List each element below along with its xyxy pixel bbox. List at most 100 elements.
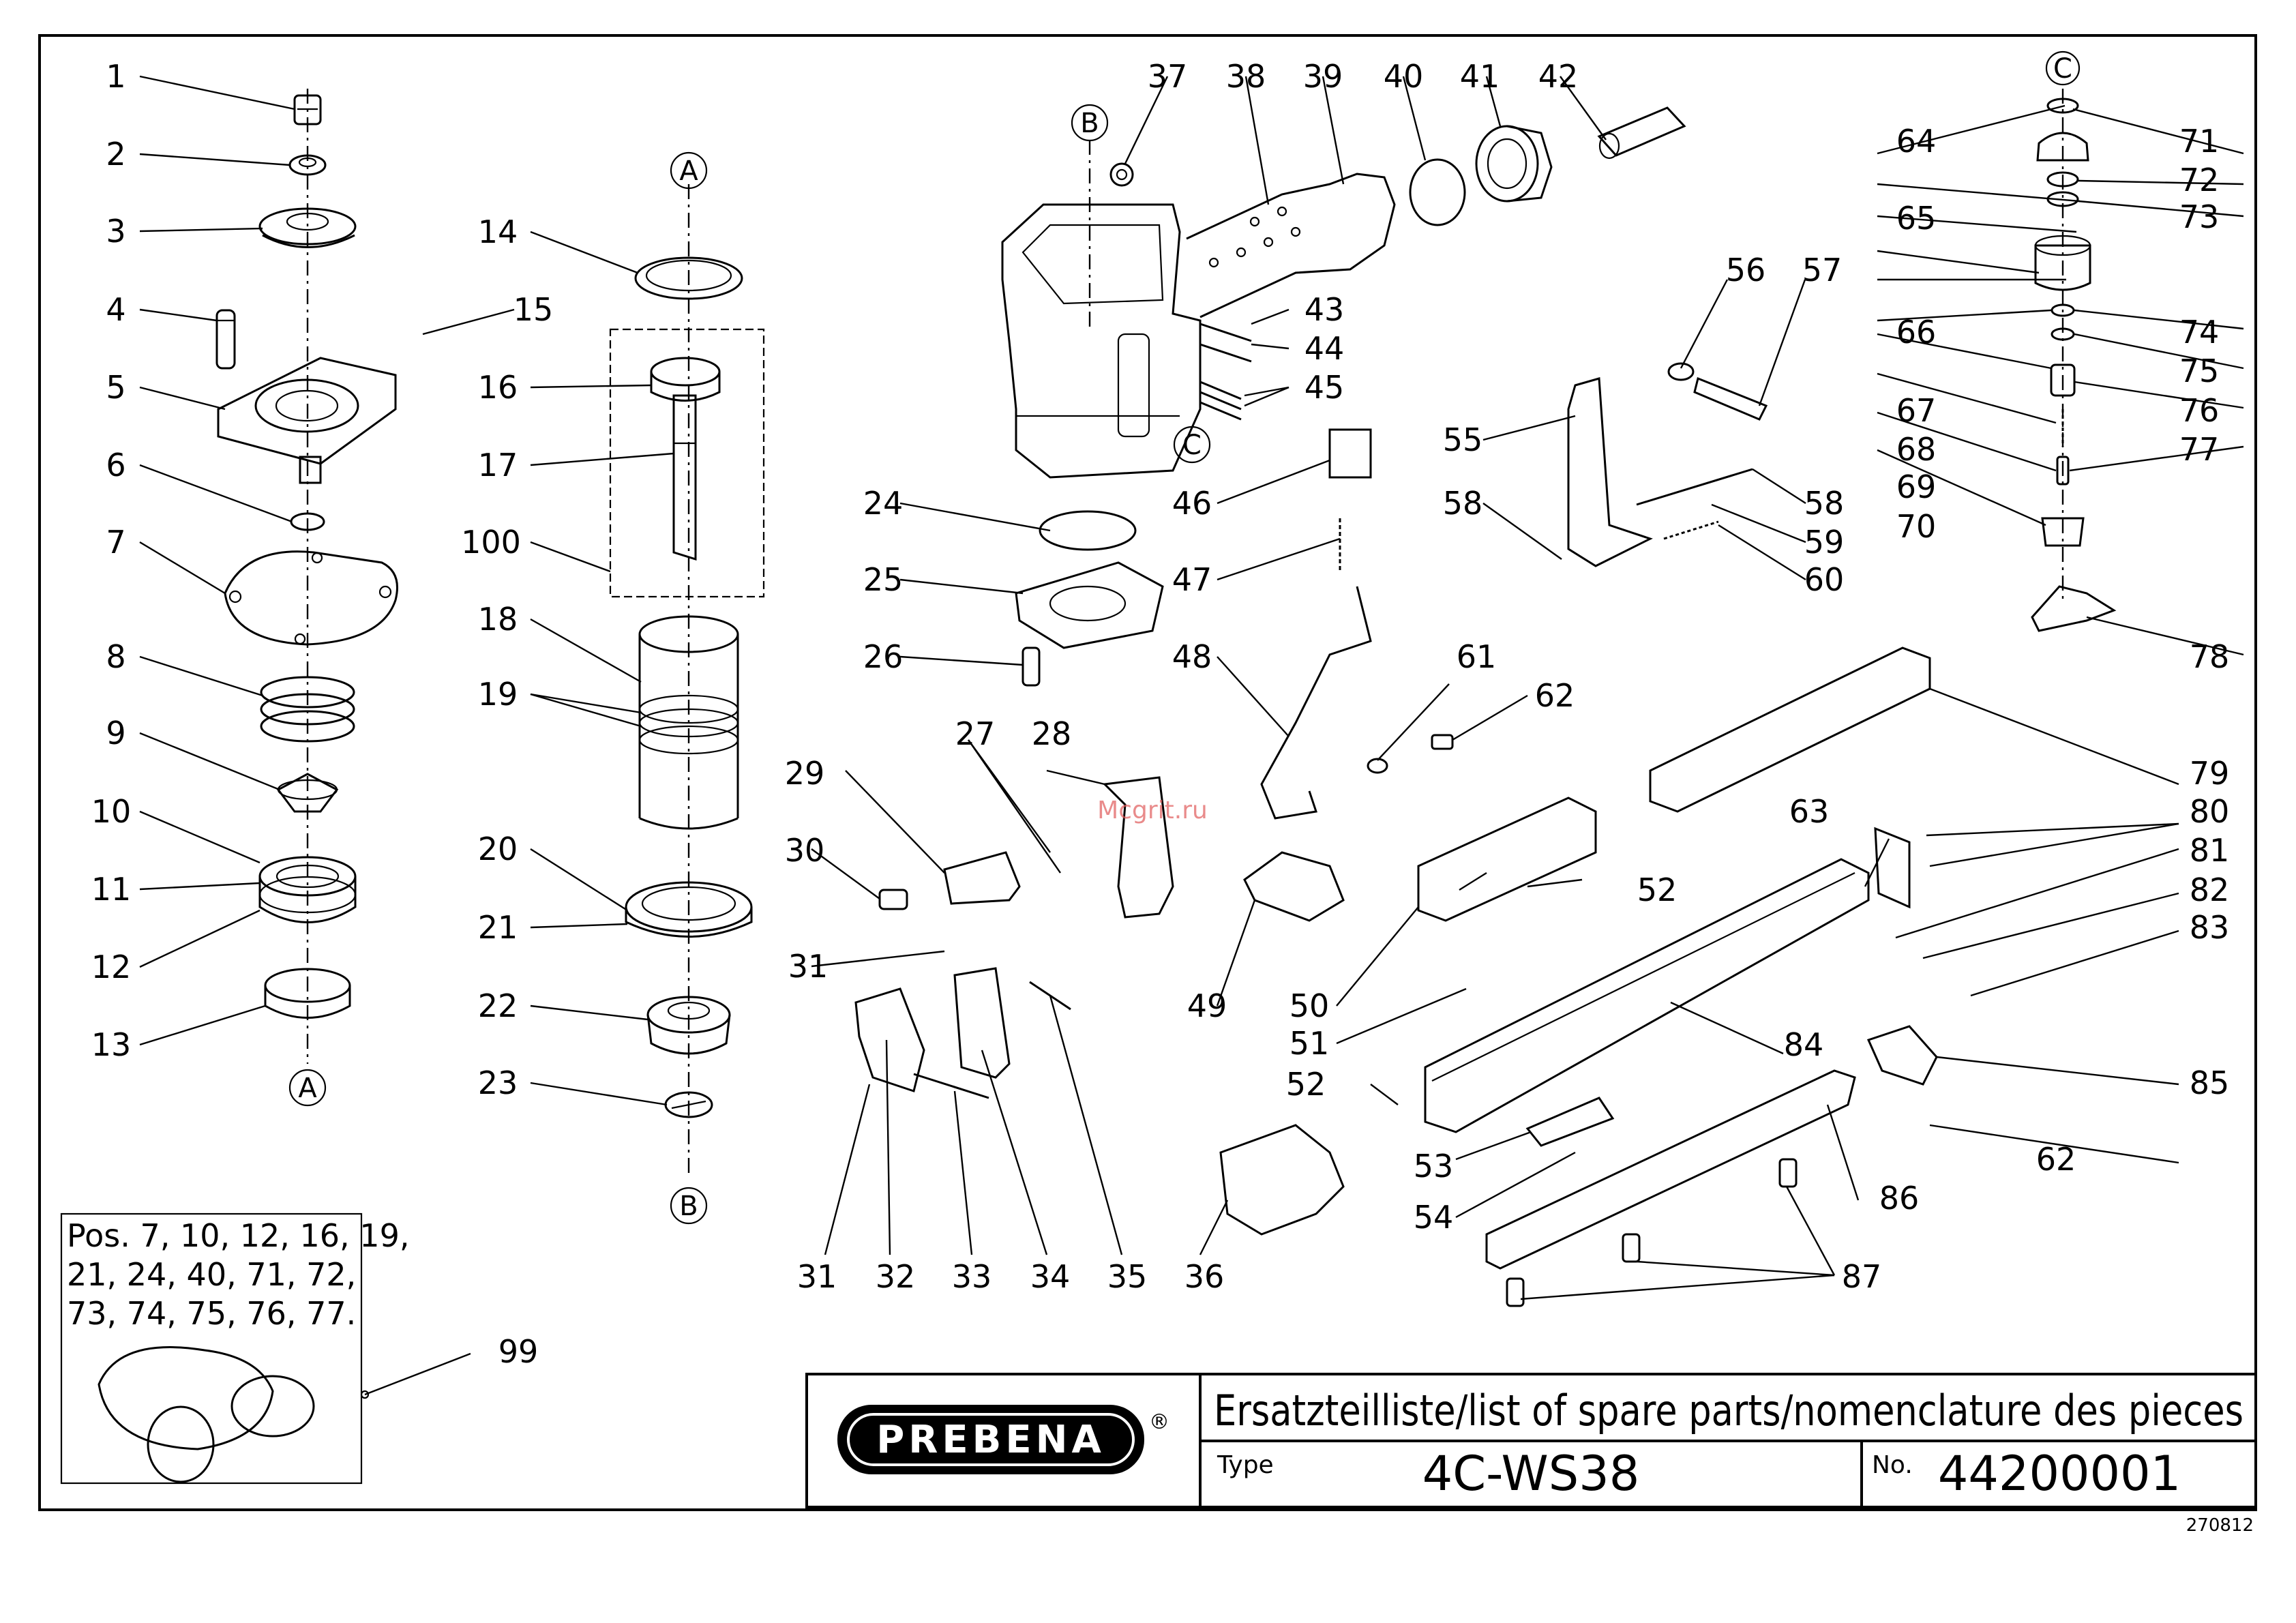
label-34: 34 (1030, 1258, 1071, 1295)
label-36: 36 (1184, 1258, 1225, 1295)
part-78-lever (2031, 585, 2117, 632)
part-64-valve-cap (2036, 132, 2089, 162)
part-37-nut (1109, 162, 1134, 187)
label-56: 56 (1726, 252, 1766, 288)
label-27: 27 (955, 715, 996, 752)
label-77: 77 (2179, 431, 2220, 468)
label-14: 14 (478, 213, 518, 250)
part-8-spring (260, 676, 355, 743)
ref-marker-c-valve: C (2053, 53, 2072, 85)
label-12: 12 (91, 949, 132, 985)
label-84: 84 (1784, 1026, 1824, 1063)
main-housing (1001, 106, 1686, 687)
label-79: 79 (2190, 755, 2230, 792)
brand-logo-badge (837, 1405, 1144, 1474)
part-26-screw (1022, 646, 1041, 687)
label-52-upper: 52 (1637, 872, 1678, 908)
sheet-heading: Ersatzteilliste/list of spare parts/nome… (1214, 1386, 2243, 1435)
label-33: 33 (952, 1258, 992, 1295)
label-48: 48 (1172, 638, 1212, 675)
label-5: 5 (106, 369, 125, 406)
label-69: 69 (1896, 468, 1937, 505)
label-23: 23 (478, 1064, 518, 1101)
label-10: 10 (91, 793, 132, 830)
ref-marker-b-bottom: B (679, 1191, 698, 1222)
label-70: 70 (1896, 508, 1937, 545)
center-stack (609, 184, 765, 1173)
label-46: 46 (1172, 485, 1212, 522)
label-65: 65 (1896, 200, 1937, 237)
label-2: 2 (106, 136, 125, 173)
label-19: 19 (478, 676, 518, 713)
magazine-assembly (1367, 362, 1938, 1307)
label-42: 42 (1538, 58, 1579, 95)
label-82: 82 (2190, 872, 2230, 908)
reference-markers: A A B B C C (288, 50, 2081, 1225)
ref-marker-c-body: C (1182, 430, 1202, 461)
label-1: 1 (106, 58, 125, 95)
type-value: 4C-WS38 (1422, 1446, 1640, 1502)
part-17-driver-blade (672, 394, 697, 561)
label-17: 17 (478, 447, 518, 483)
kit-note-text: Pos. 7, 10, 12, 16, 19, 21, 24, 40, 71, … (67, 1217, 538, 1370)
label-66: 66 (1896, 314, 1937, 351)
label-40: 40 (1384, 58, 1424, 95)
label-45: 45 (1304, 369, 1345, 406)
type-label: Type (1217, 1451, 1274, 1479)
part-5-cylinder-cap (217, 357, 397, 484)
label-31-lower: 31 (797, 1258, 837, 1295)
label-26: 26 (863, 638, 904, 675)
label-67: 67 (1896, 392, 1937, 429)
label-73: 73 (2179, 198, 2220, 235)
label-50: 50 (1289, 987, 1330, 1024)
part-11-valve-seat (258, 856, 357, 923)
registered-mark: ® (1149, 1410, 1169, 1434)
label-63: 63 (1789, 793, 1830, 830)
label-61: 61 (1457, 638, 1497, 675)
label-53: 53 (1414, 1148, 1454, 1185)
part-32-trigger (854, 987, 925, 1092)
part-20-bumper-ring (625, 881, 753, 938)
label-32: 32 (876, 1258, 916, 1295)
assembly-100-box (609, 328, 765, 598)
label-38: 38 (1226, 58, 1266, 95)
label-31-upper: 31 (788, 948, 829, 985)
label-85: 85 (2190, 1064, 2230, 1101)
part-30-screw (878, 889, 908, 910)
label-6: 6 (106, 447, 125, 483)
part-13-ring (264, 968, 351, 1019)
label-86: 86 (1879, 1180, 1920, 1217)
date-code: 270812 (2186, 1515, 2254, 1536)
label-9: 9 (106, 715, 125, 751)
label-68: 68 (1896, 431, 1937, 468)
part-41-end-cap (1475, 125, 1553, 203)
label-30: 30 (785, 832, 825, 869)
part-29-latch (943, 851, 1021, 905)
label-74: 74 (2179, 314, 2220, 351)
label-55: 55 (1443, 421, 1483, 458)
title-block: PREBENA ® Ersatzteilliste/list of spare … (805, 1373, 2257, 1536)
part-70-cup (2041, 517, 2085, 547)
part-42-air-fitting (1597, 106, 1686, 160)
part-24-o-ring (1039, 510, 1137, 551)
part-40-o-ring (1409, 158, 1466, 226)
part-65-valve-body (2034, 244, 2091, 291)
label-49: 49 (1187, 987, 1227, 1024)
part-34-valve-lever (953, 967, 1011, 1079)
label-99: 99 (498, 1333, 539, 1370)
leader-lines (139, 75, 2244, 1399)
label-81: 81 (2190, 832, 2230, 869)
label-64: 64 (1896, 123, 1937, 160)
part-49-foot (1243, 851, 1345, 922)
label-83: 83 (2190, 909, 2230, 946)
label-37: 37 (1148, 58, 1188, 95)
ref-marker-b-top: B (1080, 108, 1099, 139)
drawing-frame (38, 34, 2257, 1511)
kit-note-line-1: Pos. 7, 10, 12, 16, 19, (67, 1217, 409, 1254)
label-47: 47 (1172, 561, 1212, 598)
label-62-upper: 62 (1535, 677, 1575, 714)
label-16: 16 (478, 369, 518, 406)
kit-note-box (60, 1212, 363, 1485)
part-2-washer (288, 154, 327, 176)
